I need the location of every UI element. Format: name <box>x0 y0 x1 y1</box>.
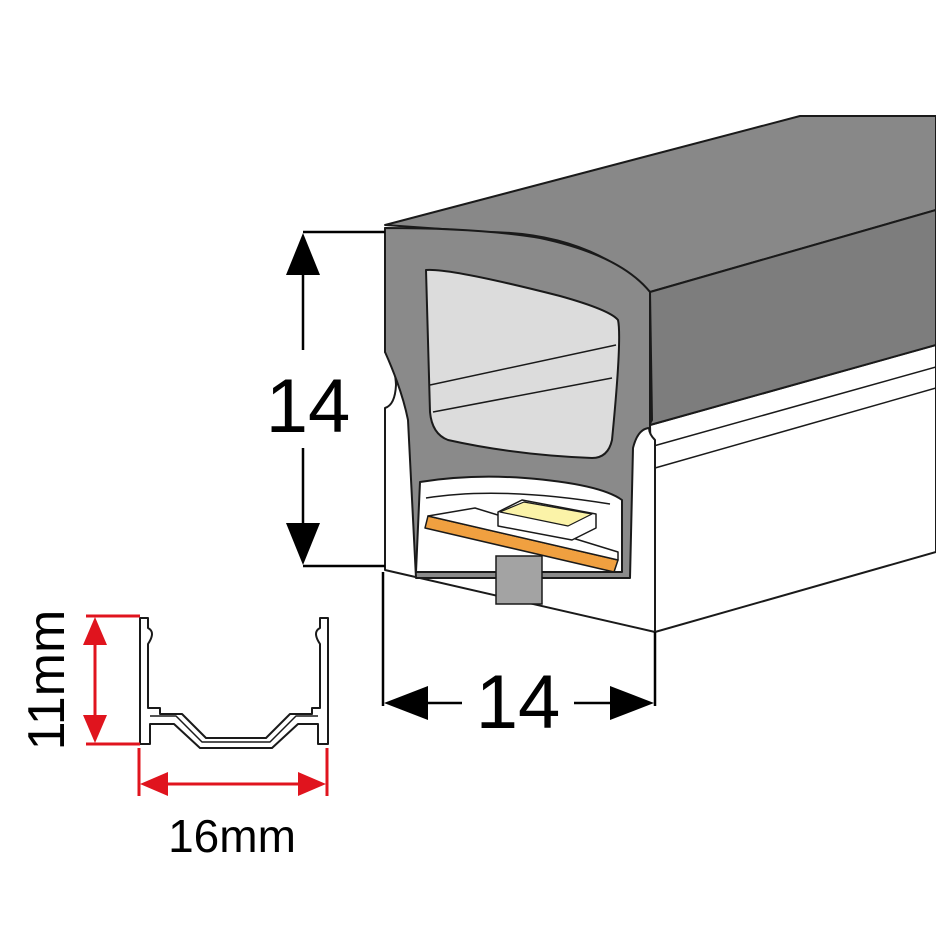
housing-side-groove <box>649 366 936 448</box>
neon-width-dimension: 14 <box>381 572 657 745</box>
diffuser-window <box>425 268 621 459</box>
channel-height-arrow-down <box>83 715 107 743</box>
channel-width-arrow-left <box>140 772 168 796</box>
neon-profile <box>384 115 936 633</box>
height-arrow-up <box>286 233 320 275</box>
channel-profile-inner <box>150 715 318 743</box>
channel-height-arrow-up <box>83 617 107 645</box>
channel-profile-outer <box>139 617 329 749</box>
neon-height-dimension: 14 <box>266 230 385 568</box>
channel-width-label: 16mm <box>168 810 296 862</box>
led-chamber-back-line <box>425 492 611 505</box>
aluminum-channel <box>139 617 329 749</box>
height-label: 14 <box>266 364 351 449</box>
led-chip-emitter <box>499 501 593 527</box>
channel-height-label: 11mm <box>18 610 76 751</box>
mounting-stem <box>495 555 543 605</box>
window-inner-line-2 <box>432 377 613 413</box>
housing-side-groove-lower <box>654 387 936 469</box>
channel-width-arrow-right <box>298 772 326 796</box>
channel-width-dimension: 16mm <box>137 748 329 862</box>
window-inner-line-1 <box>429 344 617 386</box>
pcb-strip-top <box>427 507 619 561</box>
channel-height-dimension: 11mm <box>18 610 140 751</box>
width-arrow-left <box>384 686 428 720</box>
width-arrow-right <box>610 686 654 720</box>
width-label: 14 <box>476 660 561 745</box>
height-arrow-down <box>286 523 320 565</box>
